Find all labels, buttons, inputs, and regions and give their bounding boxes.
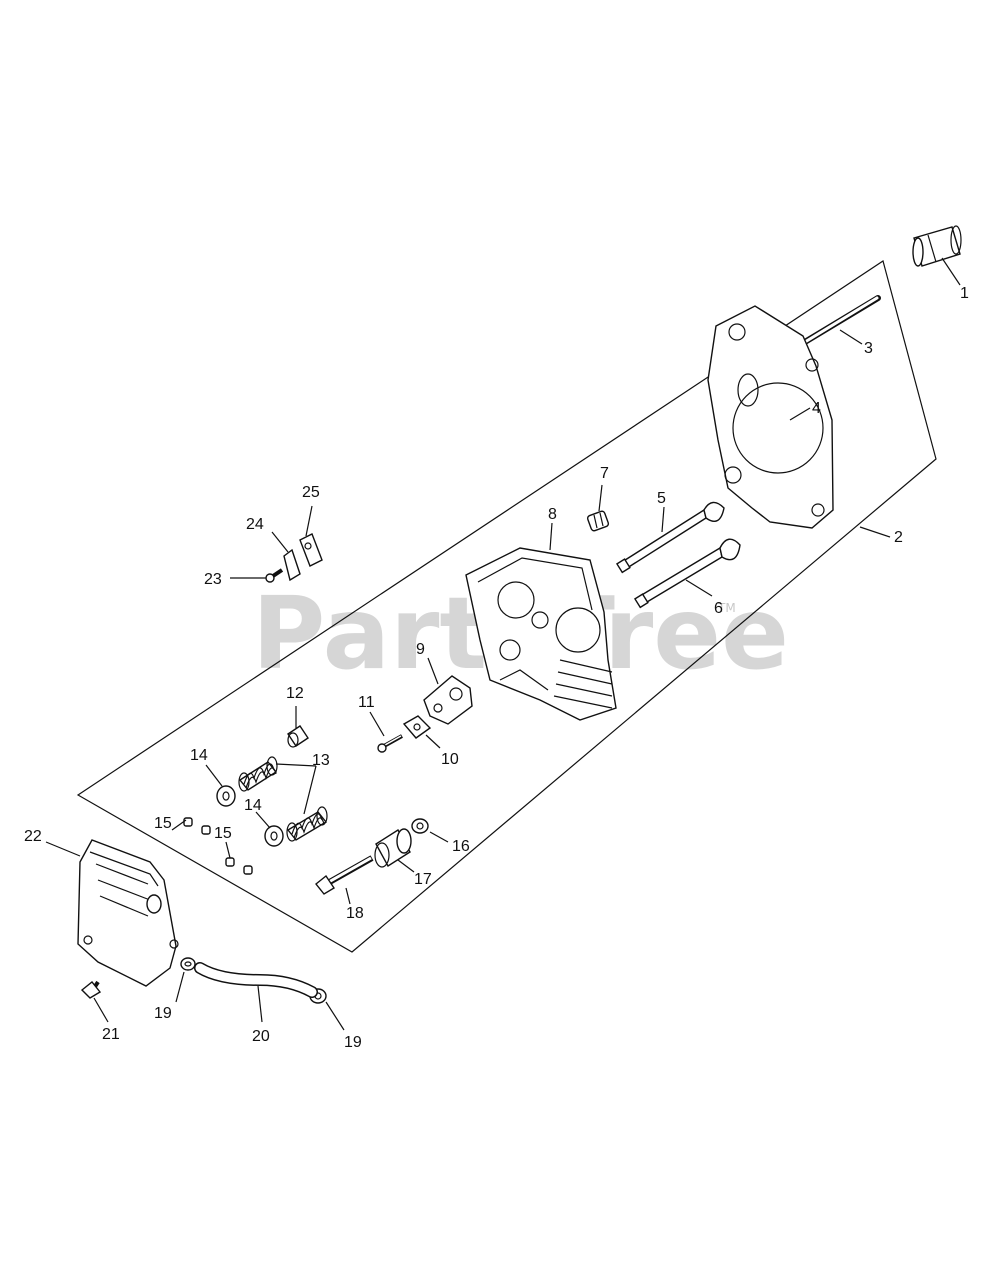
part-8-cylinder-head[interactable] [465, 547, 617, 721]
part-15-keeper-lower[interactable] [225, 857, 253, 875]
leader-lines [45, 257, 961, 1031]
part-20-breather-hose[interactable] [194, 962, 318, 998]
part-1-lifter[interactable] [912, 225, 962, 267]
callout-23[interactable]: 23 [204, 571, 222, 588]
part-23-screw[interactable] [265, 568, 284, 583]
callout-5[interactable]: 5 [657, 490, 666, 507]
part-10-pivot[interactable] [402, 715, 432, 739]
callout-19-right[interactable]: 19 [344, 1034, 362, 1051]
callout-6[interactable]: 6 [714, 600, 723, 617]
watermark-tm: TM [717, 601, 736, 615]
callout-3[interactable]: 3 [864, 340, 873, 357]
part-7-seal[interactable] [586, 510, 610, 532]
part-15-keeper-upper[interactable] [183, 817, 211, 835]
callout-7[interactable]: 7 [600, 465, 609, 482]
callout-13[interactable]: 13 [312, 752, 330, 769]
part-11-screw[interactable] [377, 734, 403, 753]
callout-16[interactable]: 16 [452, 838, 470, 855]
part-22-valve-cover[interactable] [77, 839, 179, 987]
callout-11[interactable]: 11 [358, 694, 375, 711]
part-16-washer[interactable] [411, 818, 429, 834]
callouts: 1 2 3 4 5 6 7 8 9 10 11 12 13 14 14 15 1… [24, 285, 969, 1051]
part-14-spring-cap-lower[interactable] [264, 825, 284, 847]
callout-15-lower[interactable]: 15 [214, 825, 232, 842]
part-5-intake-valve[interactable] [615, 501, 725, 574]
part-9-rocker-bridge[interactable] [423, 675, 473, 725]
callout-10[interactable]: 10 [441, 751, 459, 768]
callout-25[interactable]: 25 [302, 484, 320, 501]
callout-2[interactable]: 2 [894, 529, 903, 546]
callout-14-lower[interactable]: 14 [244, 797, 262, 814]
callout-17[interactable]: 17 [414, 871, 432, 888]
callout-4[interactable]: 4 [812, 400, 821, 417]
callout-14-upper[interactable]: 14 [190, 747, 208, 764]
part-6-exhaust-valve[interactable] [633, 538, 741, 609]
part-25-retainer[interactable] [299, 533, 323, 567]
callout-22[interactable]: 22 [24, 828, 42, 845]
callout-15-upper[interactable]: 15 [154, 815, 172, 832]
callout-8[interactable]: 8 [548, 506, 557, 523]
part-14-spring-cap-upper[interactable] [216, 785, 236, 807]
part-18-bolt[interactable] [315, 855, 374, 895]
callout-9[interactable]: 9 [416, 641, 425, 658]
callout-1[interactable]: 1 [960, 285, 969, 302]
callout-24[interactable]: 24 [246, 516, 264, 533]
callout-19-left[interactable]: 19 [154, 1005, 172, 1022]
callout-12[interactable]: 12 [286, 685, 304, 702]
kit-boundary [76, 260, 937, 953]
callout-20[interactable]: 20 [252, 1028, 270, 1045]
part-13-valve-spring-lower[interactable] [286, 806, 328, 842]
part-21-screw[interactable] [80, 980, 102, 999]
part-13-valve-spring-upper[interactable] [238, 756, 278, 792]
callout-21[interactable]: 21 [102, 1026, 120, 1043]
part-4-head-gasket[interactable] [707, 305, 834, 529]
callout-18[interactable]: 18 [346, 905, 364, 922]
part-12-retainer[interactable] [287, 725, 309, 748]
part-19-clamp-left[interactable] [180, 957, 196, 971]
part-17-spacer[interactable] [374, 828, 412, 868]
part-24-reed[interactable] [283, 548, 301, 582]
